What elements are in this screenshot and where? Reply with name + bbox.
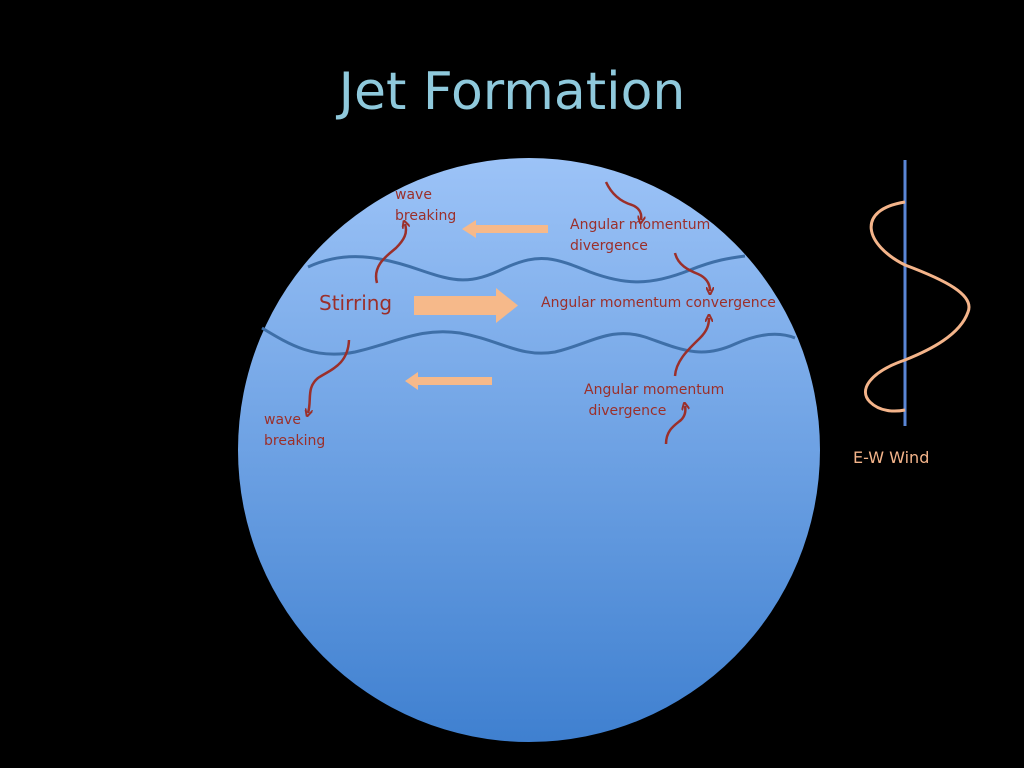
divergence-arrow-bottom bbox=[664, 406, 685, 445]
wave-line-lower bbox=[261, 326, 796, 356]
convergence-arrow-top bbox=[673, 252, 710, 291]
wave-breaking-label-bottom: wave breaking bbox=[264, 410, 325, 452]
am-div-bottom-line2: divergence bbox=[584, 403, 667, 419]
wind-profile-curve bbox=[864, 200, 971, 413]
wave-breaking-bottom-line1: wave bbox=[264, 412, 301, 428]
westward-arrow-top bbox=[462, 220, 548, 238]
am-div-bottom-line1: Angular momentum bbox=[584, 382, 725, 398]
westward-arrow-bottom bbox=[405, 372, 492, 390]
globe bbox=[238, 158, 820, 742]
am-divergence-label-bottom: Angular momentum divergence bbox=[584, 380, 724, 422]
convergence-arrow-bottom bbox=[673, 318, 709, 377]
wave-breaking-bottom-line2: breaking bbox=[264, 433, 326, 449]
wave-breaking-arrow-bottom bbox=[308, 339, 351, 413]
wave-breaking-top-line2: breaking bbox=[395, 208, 457, 224]
am-div-top-line1: Angular momentum bbox=[570, 217, 711, 233]
am-divergence-label-top: Angular momentum divergence bbox=[570, 215, 710, 257]
am-div-top-line2: divergence bbox=[570, 238, 648, 254]
ew-wind-label: E-W Wind bbox=[853, 448, 930, 467]
wave-breaking-arrow-top bbox=[374, 224, 406, 284]
slide-title: Jet Formation bbox=[338, 62, 686, 122]
am-convergence-label: Angular momentum convergence bbox=[541, 295, 776, 311]
wave-breaking-label-top: wave breaking bbox=[395, 185, 456, 227]
wave-breaking-top-line1: wave bbox=[395, 187, 432, 203]
eastward-arrow-center bbox=[414, 288, 518, 323]
stirring-label: Stirring bbox=[319, 291, 393, 315]
divergence-arrow-top bbox=[604, 181, 641, 220]
